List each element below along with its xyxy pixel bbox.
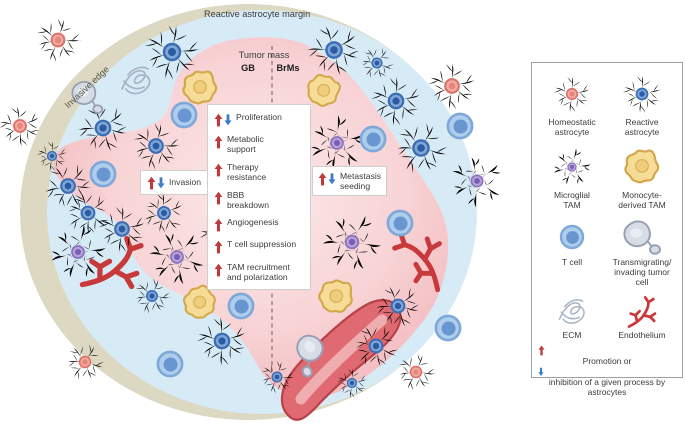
legend-item-tumor-cell: Transmigrating/ invading tumor cell bbox=[608, 219, 676, 287]
homeostatic-astrocyte-icon bbox=[549, 73, 595, 115]
tumor-process-box: Proliferation Metabolic support Therapy … bbox=[207, 104, 311, 290]
gb-label: GB bbox=[241, 63, 255, 73]
process-label: TAM recruitment and polarization bbox=[227, 261, 290, 282]
down-arrow-icon bbox=[157, 177, 165, 189]
down-arrow-icon bbox=[224, 114, 232, 126]
t-cell bbox=[359, 125, 387, 153]
legend-item-microglial-tam: Microglial TAM bbox=[538, 146, 606, 210]
monocyte-derived-tam-icon bbox=[622, 146, 662, 188]
legend-item-reactive-astrocyte: Reactive astrocyte bbox=[608, 73, 676, 137]
legend-item-monocyte-derived-tam: Monocyte- derived TAM bbox=[608, 146, 676, 210]
legend-label: Homeostatic astrocyte bbox=[548, 117, 596, 138]
reactive-astrocyte-margin-label: Reactive astrocyte margin bbox=[204, 9, 311, 19]
up-arrow-icon bbox=[214, 191, 223, 204]
up-arrow-icon bbox=[318, 172, 327, 186]
legend-label: Endothelium bbox=[618, 330, 666, 341]
process-arrows bbox=[214, 239, 223, 254]
legend-note: Promotion or inhibition of a given proce… bbox=[538, 345, 676, 398]
process-label: Therapy resistance bbox=[227, 161, 267, 183]
legend-grid: Homeostatic astrocyte Reactive astrocyte… bbox=[538, 73, 676, 340]
legend-label: T cell bbox=[561, 257, 583, 268]
reactive-astrocyte-icon bbox=[618, 73, 666, 115]
legend-note-inhibition: inhibition of a given process by astrocy… bbox=[548, 376, 666, 398]
legend-label: Transmigrating/ invading tumor cell bbox=[612, 257, 672, 288]
legend-item-t-cell: T cell bbox=[538, 219, 606, 287]
process-arrows bbox=[214, 217, 223, 232]
t-cell bbox=[386, 209, 414, 237]
process-label: T cell suppression bbox=[227, 239, 297, 250]
t-cell bbox=[227, 292, 255, 320]
invasion-box: Invasion bbox=[140, 170, 209, 195]
process-arrows bbox=[214, 262, 223, 277]
endothelium-icon bbox=[623, 296, 661, 329]
metastasis-label: Metastasis seeding bbox=[340, 171, 382, 192]
process-label: Proliferation bbox=[236, 112, 282, 122]
legend-label: Microglial TAM bbox=[554, 190, 590, 211]
up-arrow-icon bbox=[214, 263, 223, 277]
t-cell bbox=[446, 112, 474, 140]
down-arrow-icon bbox=[328, 173, 336, 185]
brms-label: BrMs bbox=[276, 63, 300, 73]
up-arrow-icon bbox=[214, 113, 223, 127]
down-arrow-icon bbox=[538, 367, 544, 376]
process-item: Metabolic support bbox=[214, 134, 304, 154]
legend-label: Monocyte- derived TAM bbox=[618, 190, 666, 211]
process-label: Metabolic support bbox=[227, 134, 264, 155]
process-arrows bbox=[214, 162, 223, 177]
process-arrows bbox=[214, 190, 223, 205]
up-arrow-icon bbox=[214, 218, 223, 232]
invasion-arrows bbox=[147, 175, 165, 190]
process-item: T cell suppression bbox=[214, 239, 304, 254]
invasion-label: Invasion bbox=[169, 177, 202, 188]
process-label: BBB breakdown bbox=[227, 189, 270, 210]
up-arrow-icon bbox=[538, 345, 545, 356]
monocyte-derived-tam-cell bbox=[182, 70, 218, 105]
up-arrow-icon bbox=[214, 241, 223, 254]
process-item: TAM recruitment and polarization bbox=[214, 262, 304, 282]
gb-brms-labels: GB BrMs bbox=[228, 63, 308, 74]
up-arrow-icon bbox=[214, 163, 223, 177]
metastasis-arrows bbox=[318, 171, 336, 186]
process-arrows bbox=[214, 112, 232, 127]
process-item: Angiogenesis bbox=[214, 217, 304, 232]
homeostatic-astrocyte bbox=[28, 11, 86, 70]
ecm-icon bbox=[554, 296, 590, 328]
up-arrow-icon bbox=[147, 176, 156, 190]
legend-label: Reactive astrocyte bbox=[624, 117, 660, 138]
legend-label: ECM bbox=[562, 330, 582, 341]
legend-item-ecm: ECM bbox=[538, 296, 606, 340]
legend-item-homeostatic-astrocyte: Homeostatic astrocyte bbox=[538, 73, 606, 137]
legend-item-endothelium: Endothelium bbox=[608, 296, 676, 340]
metastasis-seeding-box: Metastasis seeding bbox=[312, 166, 388, 197]
process-item: Therapy resistance bbox=[214, 162, 304, 182]
process-item: BBB breakdown bbox=[214, 190, 304, 210]
tumor-cell-icon bbox=[621, 219, 663, 255]
tumor-mass-label: Tumor mass bbox=[238, 50, 290, 60]
t-cell bbox=[434, 314, 462, 342]
process-item: Proliferation bbox=[214, 112, 304, 127]
t-cell bbox=[156, 350, 184, 378]
legend-panel: Homeostatic astrocyte Reactive astrocyte… bbox=[531, 62, 683, 397]
t-cell bbox=[170, 101, 198, 129]
legend-note-promotion: Promotion or bbox=[582, 356, 632, 367]
process-arrows bbox=[214, 134, 223, 149]
process-label: Angiogenesis bbox=[227, 217, 279, 228]
microglial-tam-icon bbox=[548, 146, 596, 188]
t-cell-icon bbox=[558, 219, 586, 255]
up-arrow-icon bbox=[214, 136, 223, 149]
t-cell bbox=[89, 160, 117, 188]
